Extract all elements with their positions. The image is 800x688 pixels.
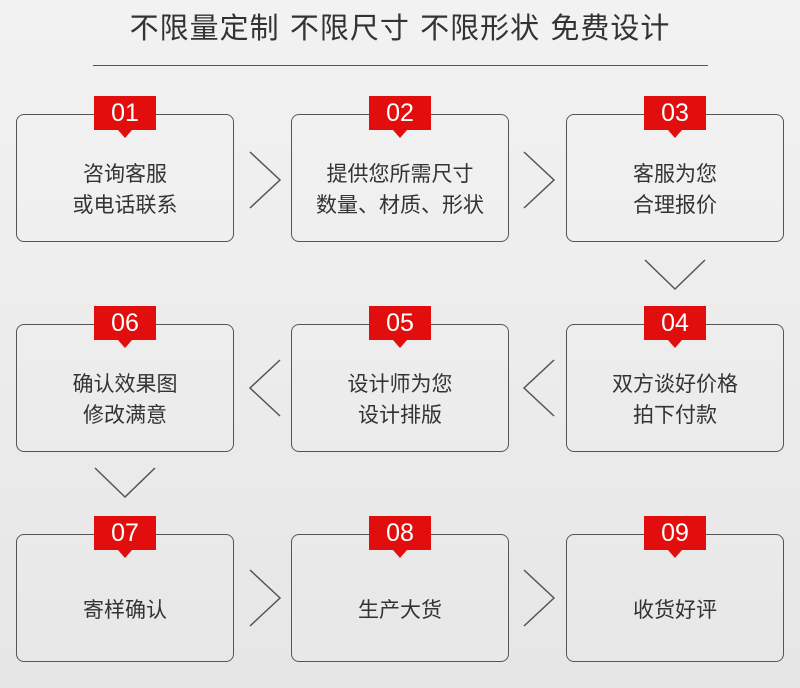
step-label-line1: 生产大货 [358, 597, 442, 622]
step-08: 08 生产大货 [291, 516, 509, 662]
step-label: 设计师为您 设计排版 [292, 349, 508, 451]
step-09: 09 收货好评 [566, 516, 784, 662]
chevron-left-icon [246, 358, 282, 418]
step-label: 提供您所需尺寸 数量、材质、形状 [292, 139, 508, 241]
step-05: 05 设计师为您 设计排版 [291, 306, 509, 452]
chevron-down-icon [93, 466, 157, 500]
step-number-badge: 07 [94, 516, 156, 558]
step-label: 寄样确认 [17, 559, 233, 661]
chevron-down-icon [643, 258, 707, 292]
chevron-left-icon [520, 358, 556, 418]
step-07: 07 寄样确认 [16, 516, 234, 662]
page-title: 不限量定制 不限尺寸 不限形状 免费设计 [129, 11, 671, 45]
step-number-badge: 02 [369, 96, 431, 138]
step-number-badge: 01 [94, 96, 156, 138]
step-label-line1: 设计师为您 [347, 372, 453, 396]
step-number-badge: 05 [369, 306, 431, 348]
step-label-line2: 或电话联系 [72, 193, 178, 217]
title-divider [93, 65, 708, 66]
step-number-badge: 04 [644, 306, 706, 348]
step-06: 06 确认效果图 修改满意 [16, 306, 234, 452]
step-label-line1: 咨询客服 [83, 162, 167, 186]
step-label-line2: 设计排版 [358, 403, 442, 427]
step-label: 确认效果图 修改满意 [17, 349, 233, 451]
step-label-line1: 收货好评 [633, 597, 717, 622]
step-label: 咨询客服 或电话联系 [17, 139, 233, 241]
step-label-line2: 数量、材质、形状 [316, 193, 484, 217]
step-label-line1: 客服为您 [633, 162, 717, 186]
step-label-line2: 修改满意 [83, 403, 167, 427]
step-number-badge: 03 [644, 96, 706, 138]
step-label-line2: 拍下付款 [633, 403, 717, 427]
step-number-badge: 09 [644, 516, 706, 558]
step-label: 双方谈好价格 拍下付款 [567, 349, 783, 451]
step-label-line1: 确认效果图 [72, 372, 178, 396]
step-number-badge: 06 [94, 306, 156, 348]
step-04: 04 双方谈好价格 拍下付款 [566, 306, 784, 452]
step-02: 02 提供您所需尺寸 数量、材质、形状 [291, 96, 509, 242]
step-label-line1: 寄样确认 [83, 597, 167, 622]
chevron-right-icon [522, 150, 558, 210]
step-number-badge: 08 [369, 516, 431, 558]
chevron-right-icon [248, 568, 284, 628]
step-label-line1: 提供您所需尺寸 [326, 162, 474, 186]
step-03: 03 客服为您 合理报价 [566, 96, 784, 242]
chevron-right-icon [522, 568, 558, 628]
chevron-right-icon [248, 150, 284, 210]
step-label: 客服为您 合理报价 [567, 139, 783, 241]
step-label-line1: 双方谈好价格 [612, 372, 738, 396]
step-label: 生产大货 [292, 559, 508, 661]
step-01: 01 咨询客服 或电话联系 [16, 96, 234, 242]
step-label: 收货好评 [567, 559, 783, 661]
step-label-line2: 合理报价 [633, 193, 717, 217]
